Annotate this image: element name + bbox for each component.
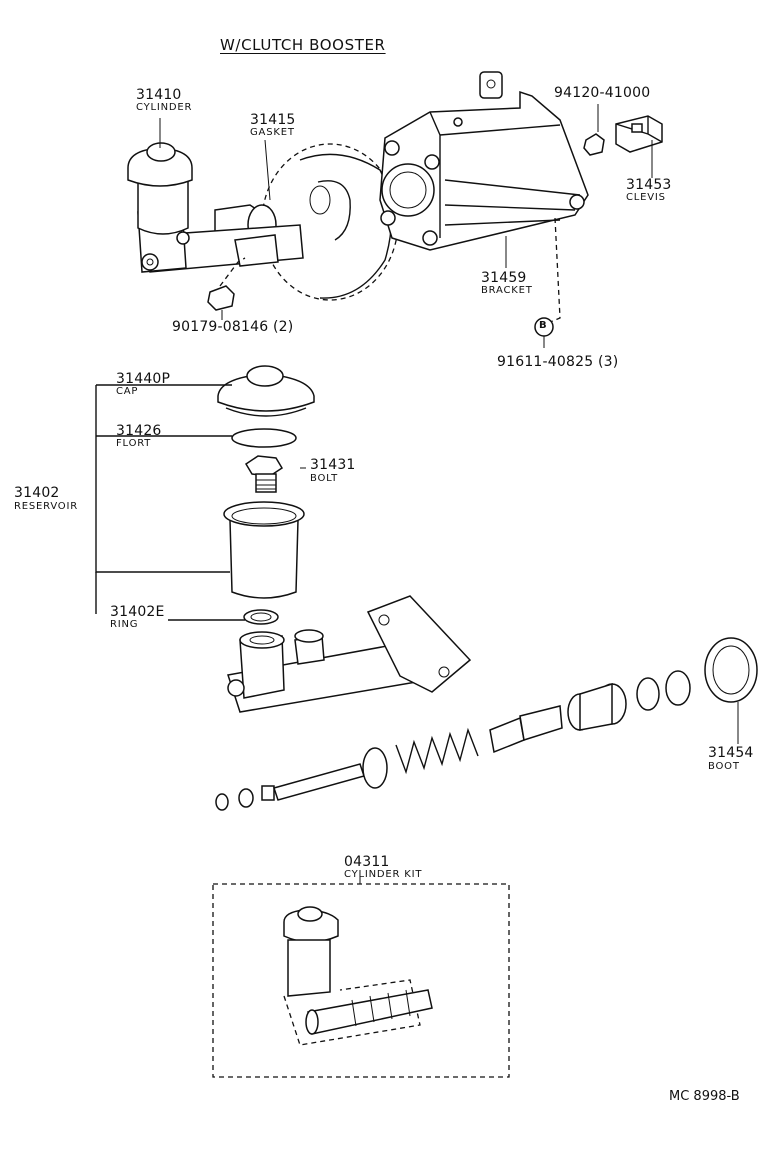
part-number-bracket: 31459 <box>481 270 527 286</box>
reservoir-cap-drawing <box>217 365 315 417</box>
flange-nut-drawing <box>207 257 246 311</box>
part-number-bolt: 31431 <box>310 457 356 473</box>
part-name-reservoir: RESERVOIR <box>14 501 78 512</box>
diagram-reference-code: MC 8998-B <box>669 1089 740 1104</box>
float-drawing <box>231 428 297 448</box>
part-number-cylinder-kit: 04311 <box>344 854 390 870</box>
booster-body-drawing <box>261 71 589 301</box>
part-name-ring: RING <box>110 619 139 630</box>
part-number-nut-lower: 90179-08146 (2) <box>172 319 294 335</box>
part-number-bolt-b: 91611-40825 (3) <box>497 354 619 370</box>
cylinder-body-drawing <box>227 595 472 713</box>
part-name-boot: BOOT <box>708 761 740 772</box>
part-number-cylinder: 31410 <box>136 87 182 103</box>
part-name-float: FLORT <box>116 438 152 449</box>
part-number-boot: 31454 <box>708 745 754 761</box>
boot-drawing <box>704 637 758 744</box>
part-number-ring: 31402E <box>110 604 165 620</box>
cylinder-kit-box <box>212 876 510 1078</box>
bolt-b-marker: B <box>539 320 547 331</box>
master-cylinder-drawing <box>127 142 304 273</box>
part-number-float: 31426 <box>116 423 162 439</box>
diagram-header: W/CLUTCH BOOSTER <box>220 36 386 54</box>
part-name-bracket: BRACKET <box>481 285 533 296</box>
clevis-drawing <box>583 115 663 156</box>
part-number-gasket: 31415 <box>250 112 296 128</box>
part-name-cap: CAP <box>116 386 139 397</box>
part-name-clevis: CLEVIS <box>626 192 666 203</box>
ring-drawing <box>243 609 279 625</box>
piston-spring-drawing <box>215 670 691 811</box>
reservoir-bolt-drawing <box>244 455 284 493</box>
reservoir-body-drawing <box>223 501 305 599</box>
part-name-gasket: GASKET <box>250 127 295 138</box>
part-number-cap: 31440P <box>116 371 171 387</box>
part-number-nut-top: 94120-41000 <box>554 85 651 101</box>
part-name-cylinder: CYLINDER <box>136 102 193 113</box>
part-name-bolt: BOLT <box>310 473 339 484</box>
part-number-reservoir: 31402 <box>14 485 60 501</box>
part-number-clevis: 31453 <box>626 177 672 193</box>
callout-leaders-top <box>159 104 653 348</box>
part-name-cylinder-kit: CYLINDER KIT <box>344 869 423 880</box>
